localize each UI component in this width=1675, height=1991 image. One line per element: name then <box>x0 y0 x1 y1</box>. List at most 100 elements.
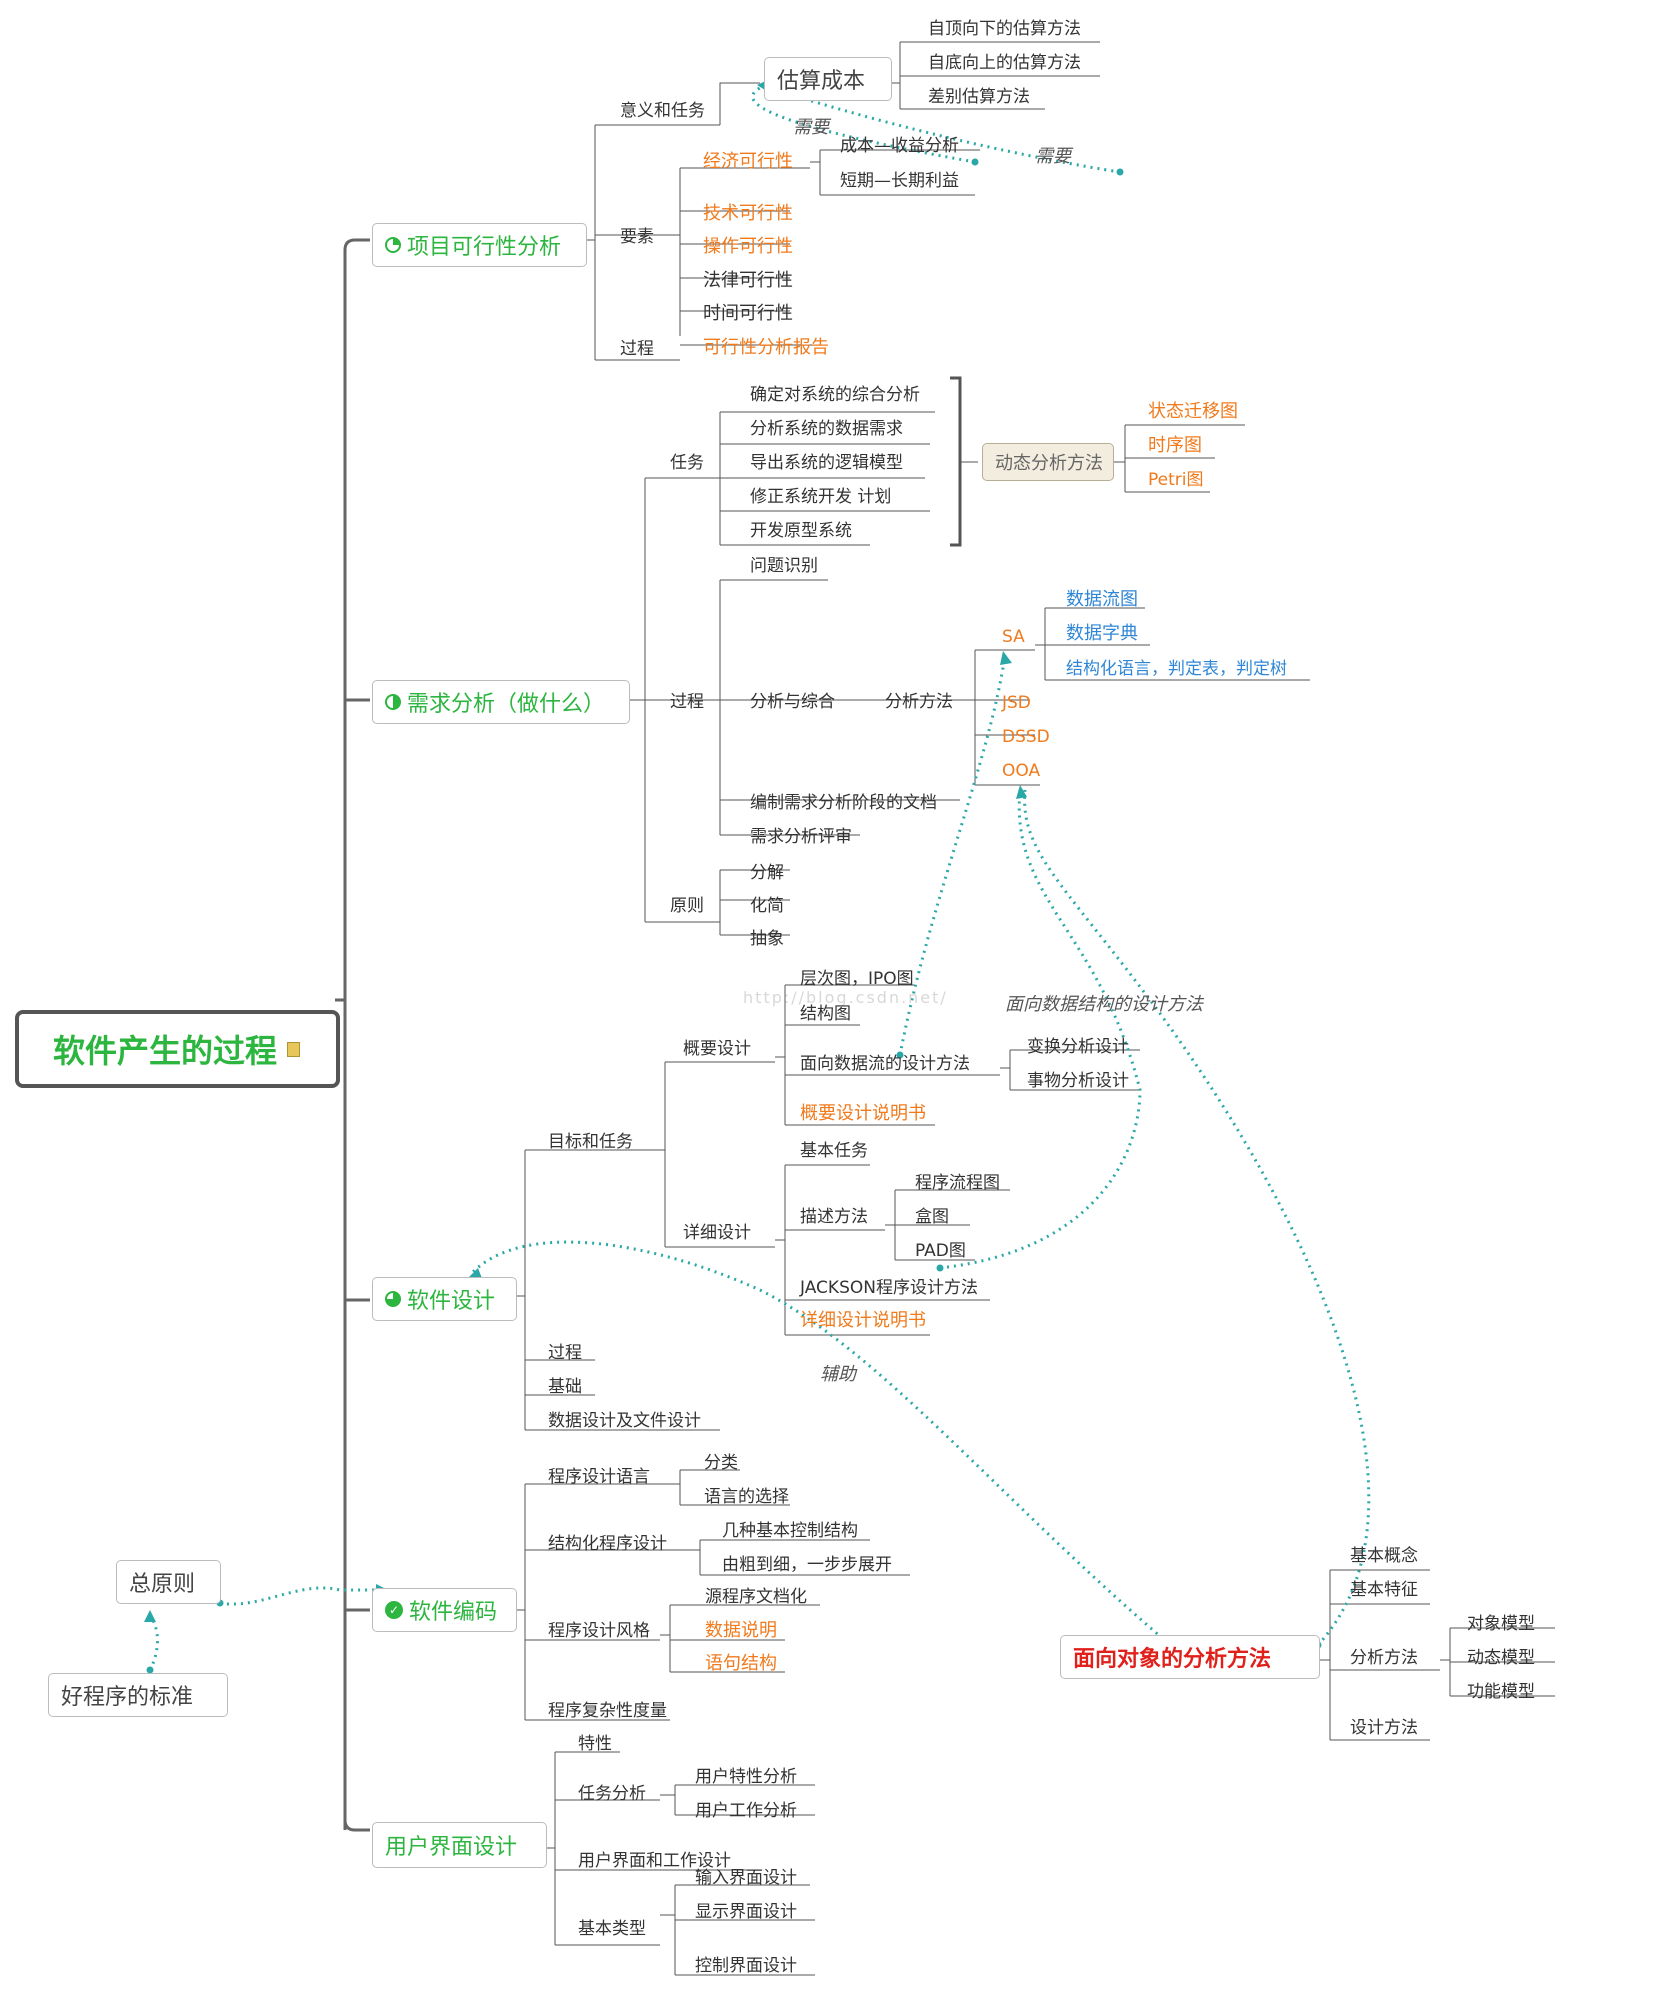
estimate-node[interactable]: 估算成本 <box>764 57 892 101</box>
complexity-measure: 程序复杂性度量 <box>548 1701 667 1721</box>
progress-three-quarter-icon <box>385 1291 401 1307</box>
dynamic-method-node[interactable]: 动态分析方法 <box>982 443 1114 481</box>
oo-analysis-method: 分析方法 <box>1350 1648 1418 1668</box>
ui-basic-type: 基本类型 <box>578 1919 646 1939</box>
requirements-node[interactable]: 需求分析（做什么） <box>372 680 630 724</box>
analysis-method: 分析方法 <box>885 692 953 712</box>
design-title: 软件设计 <box>407 1289 496 1314</box>
elements-label: 要素 <box>620 227 654 247</box>
functional-model: 功能模型 <box>1467 1682 1535 1702</box>
dssd-method: DSSD <box>1002 727 1050 747</box>
pad-diagram: PAD图 <box>915 1241 966 1261</box>
lang-category: 分类 <box>704 1453 738 1473</box>
time-feasibility: 时间可行性 <box>703 303 793 324</box>
structure-chart: 结构图 <box>800 1004 851 1024</box>
user-work-analysis: 用户工作分析 <box>695 1801 797 1821</box>
layer-ipo: 层次图，IPO图 <box>800 969 914 989</box>
sa-method: SA <box>1002 627 1025 647</box>
detail-design: 详细设计 <box>683 1223 751 1243</box>
transform-analysis: 变换分析设计 <box>1027 1037 1129 1057</box>
feasibility-report: 可行性分析报告 <box>703 337 829 358</box>
box-diagram: 盒图 <box>915 1207 949 1227</box>
object-model: 对象模型 <box>1467 1614 1535 1634</box>
progress-half-icon <box>385 694 401 710</box>
general-principle-node[interactable]: 总原则 <box>116 1560 221 1604</box>
req-task-5: 开发原型系统 <box>750 521 852 541</box>
operation-feasibility: 操作可行性 <box>703 236 793 257</box>
estimate-method-2: 自底向上的估算方法 <box>928 53 1081 73</box>
req-docs: 编制需求分析阶段的文档 <box>750 793 937 813</box>
good-program-node[interactable]: 好程序的标准 <box>48 1673 228 1717</box>
law-feasibility: 法律可行性 <box>703 270 793 291</box>
input-ui: 输入界面设计 <box>695 1868 797 1888</box>
req-principle: 原则 <box>670 896 704 916</box>
sequence-diagram: 时序图 <box>1148 435 1202 456</box>
ui-feature: 特性 <box>578 1734 612 1754</box>
need-note-1: 需要 <box>793 117 829 138</box>
sa-dataflow: 数据流图 <box>1066 589 1138 610</box>
sa-structured-language: 结构化语言，判定表，判定树 <box>1066 659 1287 679</box>
data-declaration: 数据说明 <box>705 1620 777 1641</box>
design-node[interactable]: 软件设计 <box>372 1277 517 1321</box>
req-task-3: 导出系统的逻辑模型 <box>750 453 903 473</box>
describe-method: 描述方法 <box>800 1207 868 1227</box>
estimate-title: 估算成本 <box>777 69 866 94</box>
oo-analysis-node[interactable]: 面向对象的分析方法 <box>1060 1635 1320 1679</box>
oo-basic-concept: 基本概念 <box>1350 1546 1418 1566</box>
lang-choice: 语言的选择 <box>704 1487 789 1507</box>
feasibility-node[interactable]: 项目可行性分析 <box>372 223 587 267</box>
outline-doc: 概要设计说明书 <box>800 1103 926 1124</box>
feasibility-meaning: 意义和任务 <box>620 101 705 121</box>
req-review: 需求分析评审 <box>750 827 852 847</box>
analysis-synthesis: 分析与综合 <box>750 692 835 712</box>
design-goal: 目标和任务 <box>548 1132 633 1152</box>
root-node[interactable]: 软件产生的过程 <box>15 1010 340 1088</box>
prog-language: 程序设计语言 <box>548 1467 650 1487</box>
oo-basic-feature: 基本特征 <box>1350 1580 1418 1600</box>
coding-node[interactable]: ✓ 软件编码 <box>372 1588 517 1632</box>
flowchart: 程序流程图 <box>915 1173 1000 1193</box>
source-doc: 源程序文档化 <box>705 1587 807 1607</box>
assist-note: 辅助 <box>820 1364 856 1385</box>
oo-design-method: 设计方法 <box>1350 1718 1418 1738</box>
note-icon <box>287 1041 301 1057</box>
short-long-benefit: 短期—长期利益 <box>840 171 959 191</box>
petri-diagram: Petri图 <box>1148 470 1204 490</box>
requirements-title: 需求分析（做什么） <box>407 692 606 717</box>
tech-feasibility: 技术可行性 <box>703 203 793 224</box>
user-feature-analysis: 用户特性分析 <box>695 1767 797 1787</box>
req-task-2: 分析系统的数据需求 <box>750 419 903 439</box>
transaction-analysis: 事物分析设计 <box>1027 1071 1129 1091</box>
ooa-method: OOA <box>1002 761 1041 781</box>
control-structures: 几种基本控制结构 <box>722 1521 858 1541</box>
econ-feasibility: 经济可行性 <box>703 151 793 172</box>
design-process: 过程 <box>548 1343 582 1363</box>
req-task: 任务 <box>670 453 704 473</box>
root-title: 软件产生的过程 <box>53 1032 278 1070</box>
progress-quarter-icon <box>385 237 401 253</box>
estimate-method-3: 差别估算方法 <box>928 87 1030 107</box>
dynamic-model: 动态模型 <box>1467 1648 1535 1668</box>
principle-simplify: 化简 <box>750 896 784 916</box>
structured-programming: 结构化程序设计 <box>548 1534 667 1554</box>
good-title: 好程序的标准 <box>61 1685 194 1710</box>
req-process: 过程 <box>670 692 704 712</box>
prog-style: 程序设计风格 <box>548 1621 650 1641</box>
feasibility-title: 项目可行性分析 <box>407 235 562 260</box>
display-ui: 显示界面设计 <box>695 1902 797 1922</box>
outline-design: 概要设计 <box>683 1039 751 1059</box>
jackson-method: JACKSON程序设计方法 <box>800 1278 978 1298</box>
detail-doc: 详细设计说明书 <box>800 1310 926 1331</box>
data-file-design: 数据设计及文件设计 <box>548 1411 701 1431</box>
coding-title: 软件编码 <box>409 1600 498 1625</box>
basic-task: 基本任务 <box>800 1141 868 1161</box>
principle-abstract: 抽象 <box>750 929 784 949</box>
cost-benefit: 成本—收益分析 <box>840 136 959 156</box>
ui-design-node[interactable]: 用户界面设计 <box>372 1822 547 1868</box>
req-task-1: 确定对系统的综合分析 <box>750 385 920 405</box>
check-icon: ✓ <box>385 1601 403 1619</box>
need-note-2: 需要 <box>1035 146 1071 167</box>
state-diagram: 状态迁移图 <box>1148 401 1238 422</box>
